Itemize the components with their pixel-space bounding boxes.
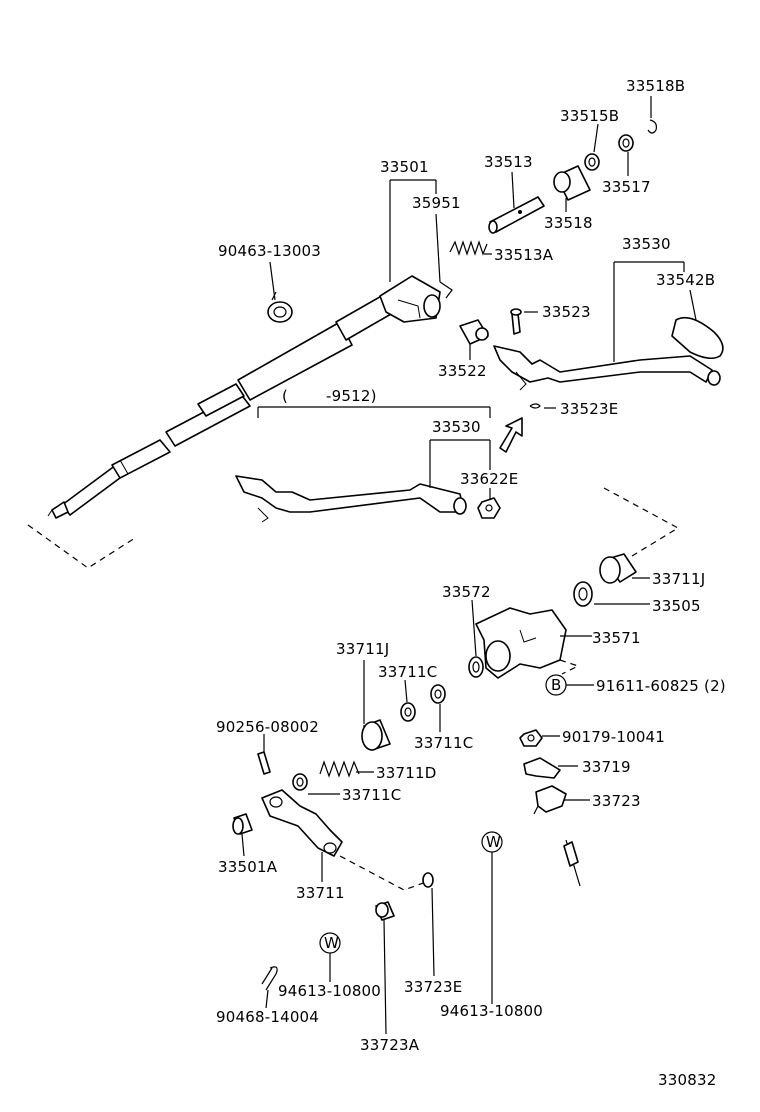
bracket-33719 bbox=[523, 757, 561, 779]
label-33522: 33522 bbox=[438, 362, 487, 380]
washer-33711C-3 bbox=[292, 773, 308, 791]
b-marker-letter: B bbox=[551, 676, 562, 694]
shift-rod-lower bbox=[235, 475, 467, 523]
label-33711J-left: 33711J bbox=[336, 640, 389, 658]
label-33711J-right: 33711J bbox=[652, 570, 705, 588]
label-33719: 33719 bbox=[582, 758, 631, 776]
leader-lines bbox=[241, 96, 697, 1035]
shift-rod-upper bbox=[493, 345, 721, 391]
label-90463-13003: 90463-13003 bbox=[218, 242, 321, 260]
bushing-33501A bbox=[232, 813, 253, 835]
label-33622E: 33622E bbox=[460, 470, 518, 488]
label-33723: 33723 bbox=[592, 792, 641, 810]
label-33571: 33571 bbox=[592, 629, 641, 647]
washer-33515B bbox=[584, 153, 600, 171]
washer-33723E bbox=[422, 872, 434, 888]
w-marker-1-letter: W bbox=[486, 833, 501, 851]
label-33518B: 33518B bbox=[626, 77, 685, 95]
housing-33571 bbox=[475, 607, 567, 679]
label-33515B: 33515B bbox=[560, 107, 619, 125]
label-33572: 33572 bbox=[442, 583, 491, 601]
bushing-33723A bbox=[375, 901, 395, 921]
label-33523: 33523 bbox=[542, 303, 591, 321]
spring-33711D bbox=[319, 760, 360, 778]
label-33523E: 33523E bbox=[560, 400, 618, 418]
nut-90179 bbox=[519, 729, 543, 747]
label-91611-60825: 91611-60825 (2) bbox=[596, 677, 726, 695]
spring-33513A bbox=[449, 240, 488, 256]
shaft-dash-leader bbox=[27, 524, 136, 569]
pin-33513 bbox=[488, 196, 545, 234]
label-90468-14004: 90468-14004 bbox=[216, 1008, 319, 1026]
clamp-90463 bbox=[267, 291, 293, 323]
washer-33505 bbox=[573, 581, 593, 607]
label-33530-lower: 33530 bbox=[432, 418, 481, 436]
clip-35951 bbox=[439, 281, 453, 299]
washer-33517 bbox=[618, 134, 634, 152]
label-33518: 33518 bbox=[544, 214, 593, 232]
washer-33572 bbox=[468, 656, 484, 678]
lever-dash-leader bbox=[339, 855, 427, 891]
label-35951: 35951 bbox=[412, 194, 461, 212]
nut-33622E bbox=[477, 497, 501, 519]
bushing-33711J-right bbox=[599, 553, 637, 584]
label-94613-10800-a: 94613-10800 bbox=[278, 982, 381, 1000]
label-33711C-1: 33711C bbox=[378, 663, 437, 681]
dimension-note-open: ( bbox=[282, 387, 288, 405]
label-33711: 33711 bbox=[296, 884, 345, 902]
lever-33711 bbox=[261, 789, 343, 857]
clip-33523E bbox=[529, 403, 541, 409]
label-33711C-3: 33711C bbox=[342, 786, 401, 804]
washer-33711C-2 bbox=[430, 684, 446, 704]
bushing-33711J-left bbox=[361, 719, 391, 751]
dimension-note-value: -9512) bbox=[326, 387, 377, 405]
label-33513A: 33513A bbox=[494, 246, 554, 264]
label-33711D: 33711D bbox=[376, 764, 436, 782]
shift-shaft bbox=[47, 275, 441, 519]
link-33522 bbox=[459, 319, 489, 345]
knob-33542B bbox=[671, 316, 724, 360]
label-33501: 33501 bbox=[380, 158, 429, 176]
label-33505: 33505 bbox=[652, 597, 701, 615]
direction-arrow bbox=[499, 417, 523, 453]
housing-dash-leader bbox=[603, 487, 680, 557]
catalog-number: 330832 bbox=[658, 1071, 716, 1089]
part-labels: 33518B 33515B 33517 33501 33513 35951 33… bbox=[216, 77, 726, 1089]
label-33723E: 33723E bbox=[404, 978, 462, 996]
label-94613-10800-b: 94613-10800 bbox=[440, 1002, 543, 1020]
pin-90256 bbox=[257, 751, 271, 775]
w-marker-2-letter: W bbox=[324, 934, 339, 952]
pin-33523 bbox=[510, 308, 522, 335]
label-33723A: 33723A bbox=[360, 1036, 420, 1054]
washer-33711C-1 bbox=[400, 702, 416, 722]
label-33530-upper: 33530 bbox=[622, 235, 671, 253]
label-90256-08002: 90256-08002 bbox=[216, 718, 319, 736]
bolt-dash-leader bbox=[559, 659, 580, 675]
label-33513: 33513 bbox=[484, 153, 533, 171]
label-90179-10041: 90179-10041 bbox=[562, 728, 665, 746]
pin-90468 bbox=[261, 966, 278, 991]
label-33542B: 33542B bbox=[656, 271, 715, 289]
label-33501A: 33501A bbox=[218, 858, 278, 876]
clip-33518B bbox=[647, 119, 657, 134]
bracket-33723 bbox=[533, 785, 567, 815]
label-33517: 33517 bbox=[602, 178, 651, 196]
label-33711C-2: 33711C bbox=[414, 734, 473, 752]
bushing-33518 bbox=[553, 165, 591, 201]
